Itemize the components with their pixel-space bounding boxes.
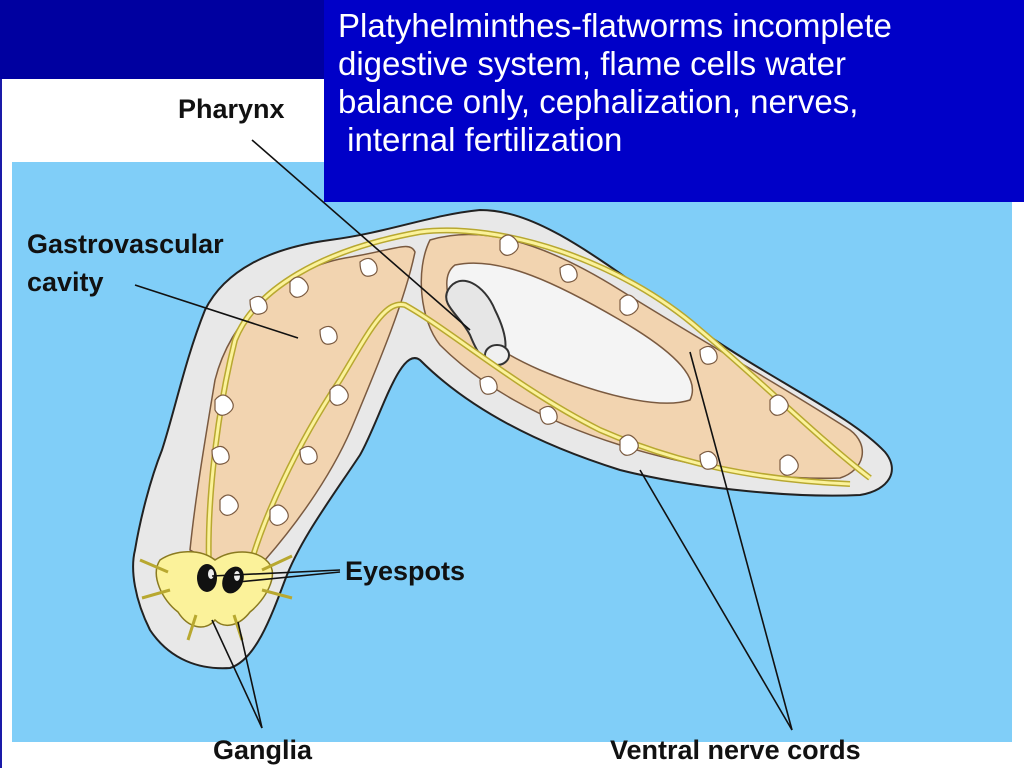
ventral-nerve-cord-right-inner — [243, 302, 851, 586]
title-line-2: digestive system, flame cells water — [338, 45, 847, 82]
gastrovascular-label-line2: cavity — [27, 267, 104, 297]
ventral-nerve-cords-label: Ventral nerve cords — [610, 735, 861, 765]
ganglion-nerve-4 — [261, 588, 293, 600]
gastrovascular-label-line1: Gastrovascular — [27, 229, 224, 259]
head-ganglia — [155, 551, 274, 628]
gut-diverticula — [211, 234, 799, 526]
ganglion-nerve-2 — [141, 588, 171, 600]
ganglion-nerve-5 — [186, 614, 198, 641]
ganglia-leader-1 — [211, 619, 263, 729]
title-line-3: balance only, cephalization, nerves, — [338, 83, 859, 120]
eyespots-leader-2 — [237, 571, 341, 583]
eyespots-leader-1 — [211, 569, 341, 577]
eyespot-left-highlight — [208, 569, 214, 579]
ganglia-label: Ganglia — [213, 735, 313, 765]
eyespot-left — [197, 564, 217, 592]
ganglia-leader-2 — [237, 621, 263, 729]
title-line-4: internal fertilization — [338, 121, 623, 158]
ventral-nerve-leader-2 — [689, 351, 793, 731]
ganglion-nerve-3 — [261, 554, 293, 572]
title-line-1: Platyhelminthes-flatworms incomplete — [338, 7, 892, 44]
ventral-nerve-leader-1 — [639, 469, 793, 731]
eyespots-label: Eyespots — [345, 556, 466, 586]
ganglion-nerve-1 — [139, 558, 169, 574]
eyespot-right-highlight — [234, 571, 240, 581]
pharynx-leader — [251, 139, 471, 331]
pharynx-label: Pharynx — [178, 94, 285, 124]
slide-title-box: Platyhelminthes-flatworms incomplete dig… — [324, 0, 1024, 202]
leader-lines — [134, 139, 793, 731]
gastrovascular-cavity-front — [189, 245, 416, 564]
gastrovascular-leader — [134, 284, 299, 339]
